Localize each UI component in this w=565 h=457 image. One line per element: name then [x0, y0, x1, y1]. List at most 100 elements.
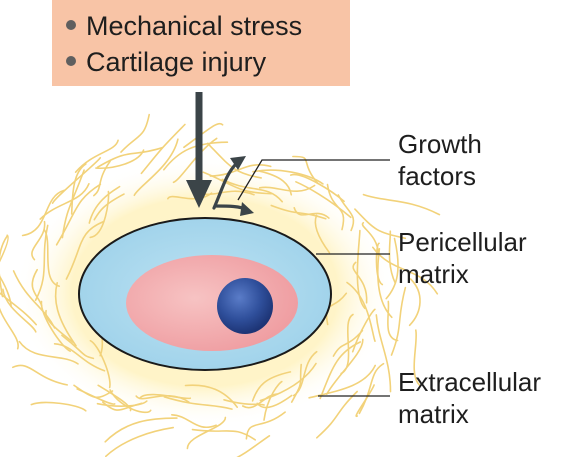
matrix-fiber	[258, 170, 293, 196]
matrix-fiber	[292, 155, 319, 185]
matrix-fiber	[93, 160, 111, 197]
matrix-fiber	[408, 278, 421, 327]
matrix-fiber	[120, 113, 150, 153]
extracellular-matrix-fibers	[0, 113, 441, 457]
matrix-fiber	[89, 339, 111, 389]
matrix-fiber	[251, 371, 292, 402]
matrix-fiber	[96, 146, 164, 168]
matrix-fiber	[223, 399, 265, 406]
matrix-fiber	[167, 192, 213, 200]
bullet-icon	[66, 19, 76, 30]
matrix-fiber	[171, 414, 217, 428]
matrix-fiber	[186, 416, 227, 450]
matrix-fiber	[0, 235, 8, 298]
matrix-fiber	[39, 183, 90, 220]
matrix-fiber	[351, 308, 376, 353]
pericellular-matrix-label: Pericellular matrix	[398, 226, 527, 290]
matrix-fiber	[65, 220, 105, 280]
matrix-fiber	[319, 341, 361, 400]
matrix-fiber	[337, 194, 355, 232]
matrix-fiber	[352, 261, 368, 304]
matrix-fiber	[105, 426, 174, 457]
matrix-fiber	[2, 288, 37, 333]
matrix-fiber	[70, 163, 87, 215]
matrix-fiber	[55, 183, 102, 246]
matrix-fiber	[293, 207, 330, 219]
matrix-fiber	[53, 343, 106, 372]
matrix-fiber	[30, 401, 87, 412]
matrix-fiber	[73, 384, 114, 399]
pericellular-matrix-label-line2: matrix	[398, 259, 469, 289]
growth-factors-label-line2: factors	[398, 161, 477, 191]
stimulus-item-label: Cartilage injury	[86, 47, 267, 77]
matrix-fiber	[387, 300, 399, 342]
matrix-fiber	[0, 275, 12, 308]
matrix-fiber	[191, 428, 256, 441]
matrix-fiber	[0, 307, 19, 350]
matrix-fiber	[0, 234, 9, 263]
matrix-fiber	[375, 314, 392, 393]
matrix-fiber	[133, 138, 179, 197]
extracellular-matrix-label-line2: matrix	[398, 399, 469, 429]
matrix-fiber	[97, 384, 132, 412]
matrix-fiber	[163, 141, 229, 171]
matrix-fiber	[326, 183, 345, 231]
matrix-fiber	[295, 181, 352, 219]
bullet-icon	[66, 55, 76, 66]
matrix-fiber	[263, 380, 283, 421]
matrix-fiber	[12, 270, 56, 329]
matrix-fiber	[316, 390, 358, 439]
matrix-fiber	[413, 329, 421, 386]
growth-factors-label-line1: Growth	[398, 129, 482, 159]
growth-factor-arrows	[212, 156, 254, 216]
extracellular-matrix-label: Extracellular matrix	[398, 366, 541, 430]
matrix-fiber	[270, 204, 327, 220]
matrix-fiber	[355, 384, 375, 417]
matrix-fiber	[332, 329, 364, 357]
matrix-fiber	[209, 164, 272, 177]
matrix-fiber	[325, 338, 364, 395]
matrix-fiber	[385, 237, 399, 300]
matrix-fiber	[183, 122, 224, 149]
stimulus-item-label: Mechanical stress	[86, 11, 303, 41]
matrix-fiber	[140, 123, 186, 175]
matrix-fiber	[61, 334, 95, 360]
matrix-fiber	[361, 221, 380, 257]
matrix-fiber	[308, 364, 376, 399]
matrix-fiber	[314, 214, 331, 254]
pericellular-matrix-label-line1: Pericellular	[398, 227, 527, 257]
matrix-fiber	[290, 363, 302, 403]
nucleus	[217, 278, 273, 334]
stimulus-item-mechanical-stress: Mechanical stress	[66, 8, 350, 44]
matrix-fiber	[43, 228, 60, 287]
matrix-fiber	[375, 242, 384, 286]
matrix-fiber	[93, 193, 125, 221]
matrix-fiber	[172, 137, 218, 184]
stimulus-arrow	[186, 92, 212, 208]
matrix-fiber	[51, 157, 102, 204]
matrix-fiber	[236, 435, 271, 457]
growth-factors-leader	[237, 159, 390, 201]
matrix-fiber	[362, 193, 441, 216]
extracellular-matrix-label-line1: Extracellular	[398, 367, 542, 397]
matrix-fiber	[358, 362, 385, 415]
matrix-fiber	[135, 394, 190, 403]
matrix-fiber	[88, 185, 121, 224]
matrix-fiber	[74, 139, 119, 173]
matrix-fiber	[61, 169, 85, 239]
matrix-fiber	[31, 268, 43, 307]
matrix-fiber	[96, 400, 148, 407]
matrix-fiber	[354, 208, 407, 240]
matrix-fiber	[242, 393, 278, 409]
stimulus-item-cartilage-injury: Cartilage injury	[66, 44, 350, 80]
matrix-fiber	[390, 286, 407, 356]
matrix-fiber	[376, 248, 393, 319]
matrix-fiber	[31, 220, 46, 261]
matrix-fiber	[356, 229, 366, 310]
growth-factors-label: Growth factors	[398, 128, 482, 192]
matrix-fiber	[163, 396, 233, 410]
matrix-fiber	[221, 178, 283, 203]
matrix-fiber	[0, 292, 37, 326]
stimulus-box: Mechanical stress Cartilage injury	[52, 0, 350, 86]
